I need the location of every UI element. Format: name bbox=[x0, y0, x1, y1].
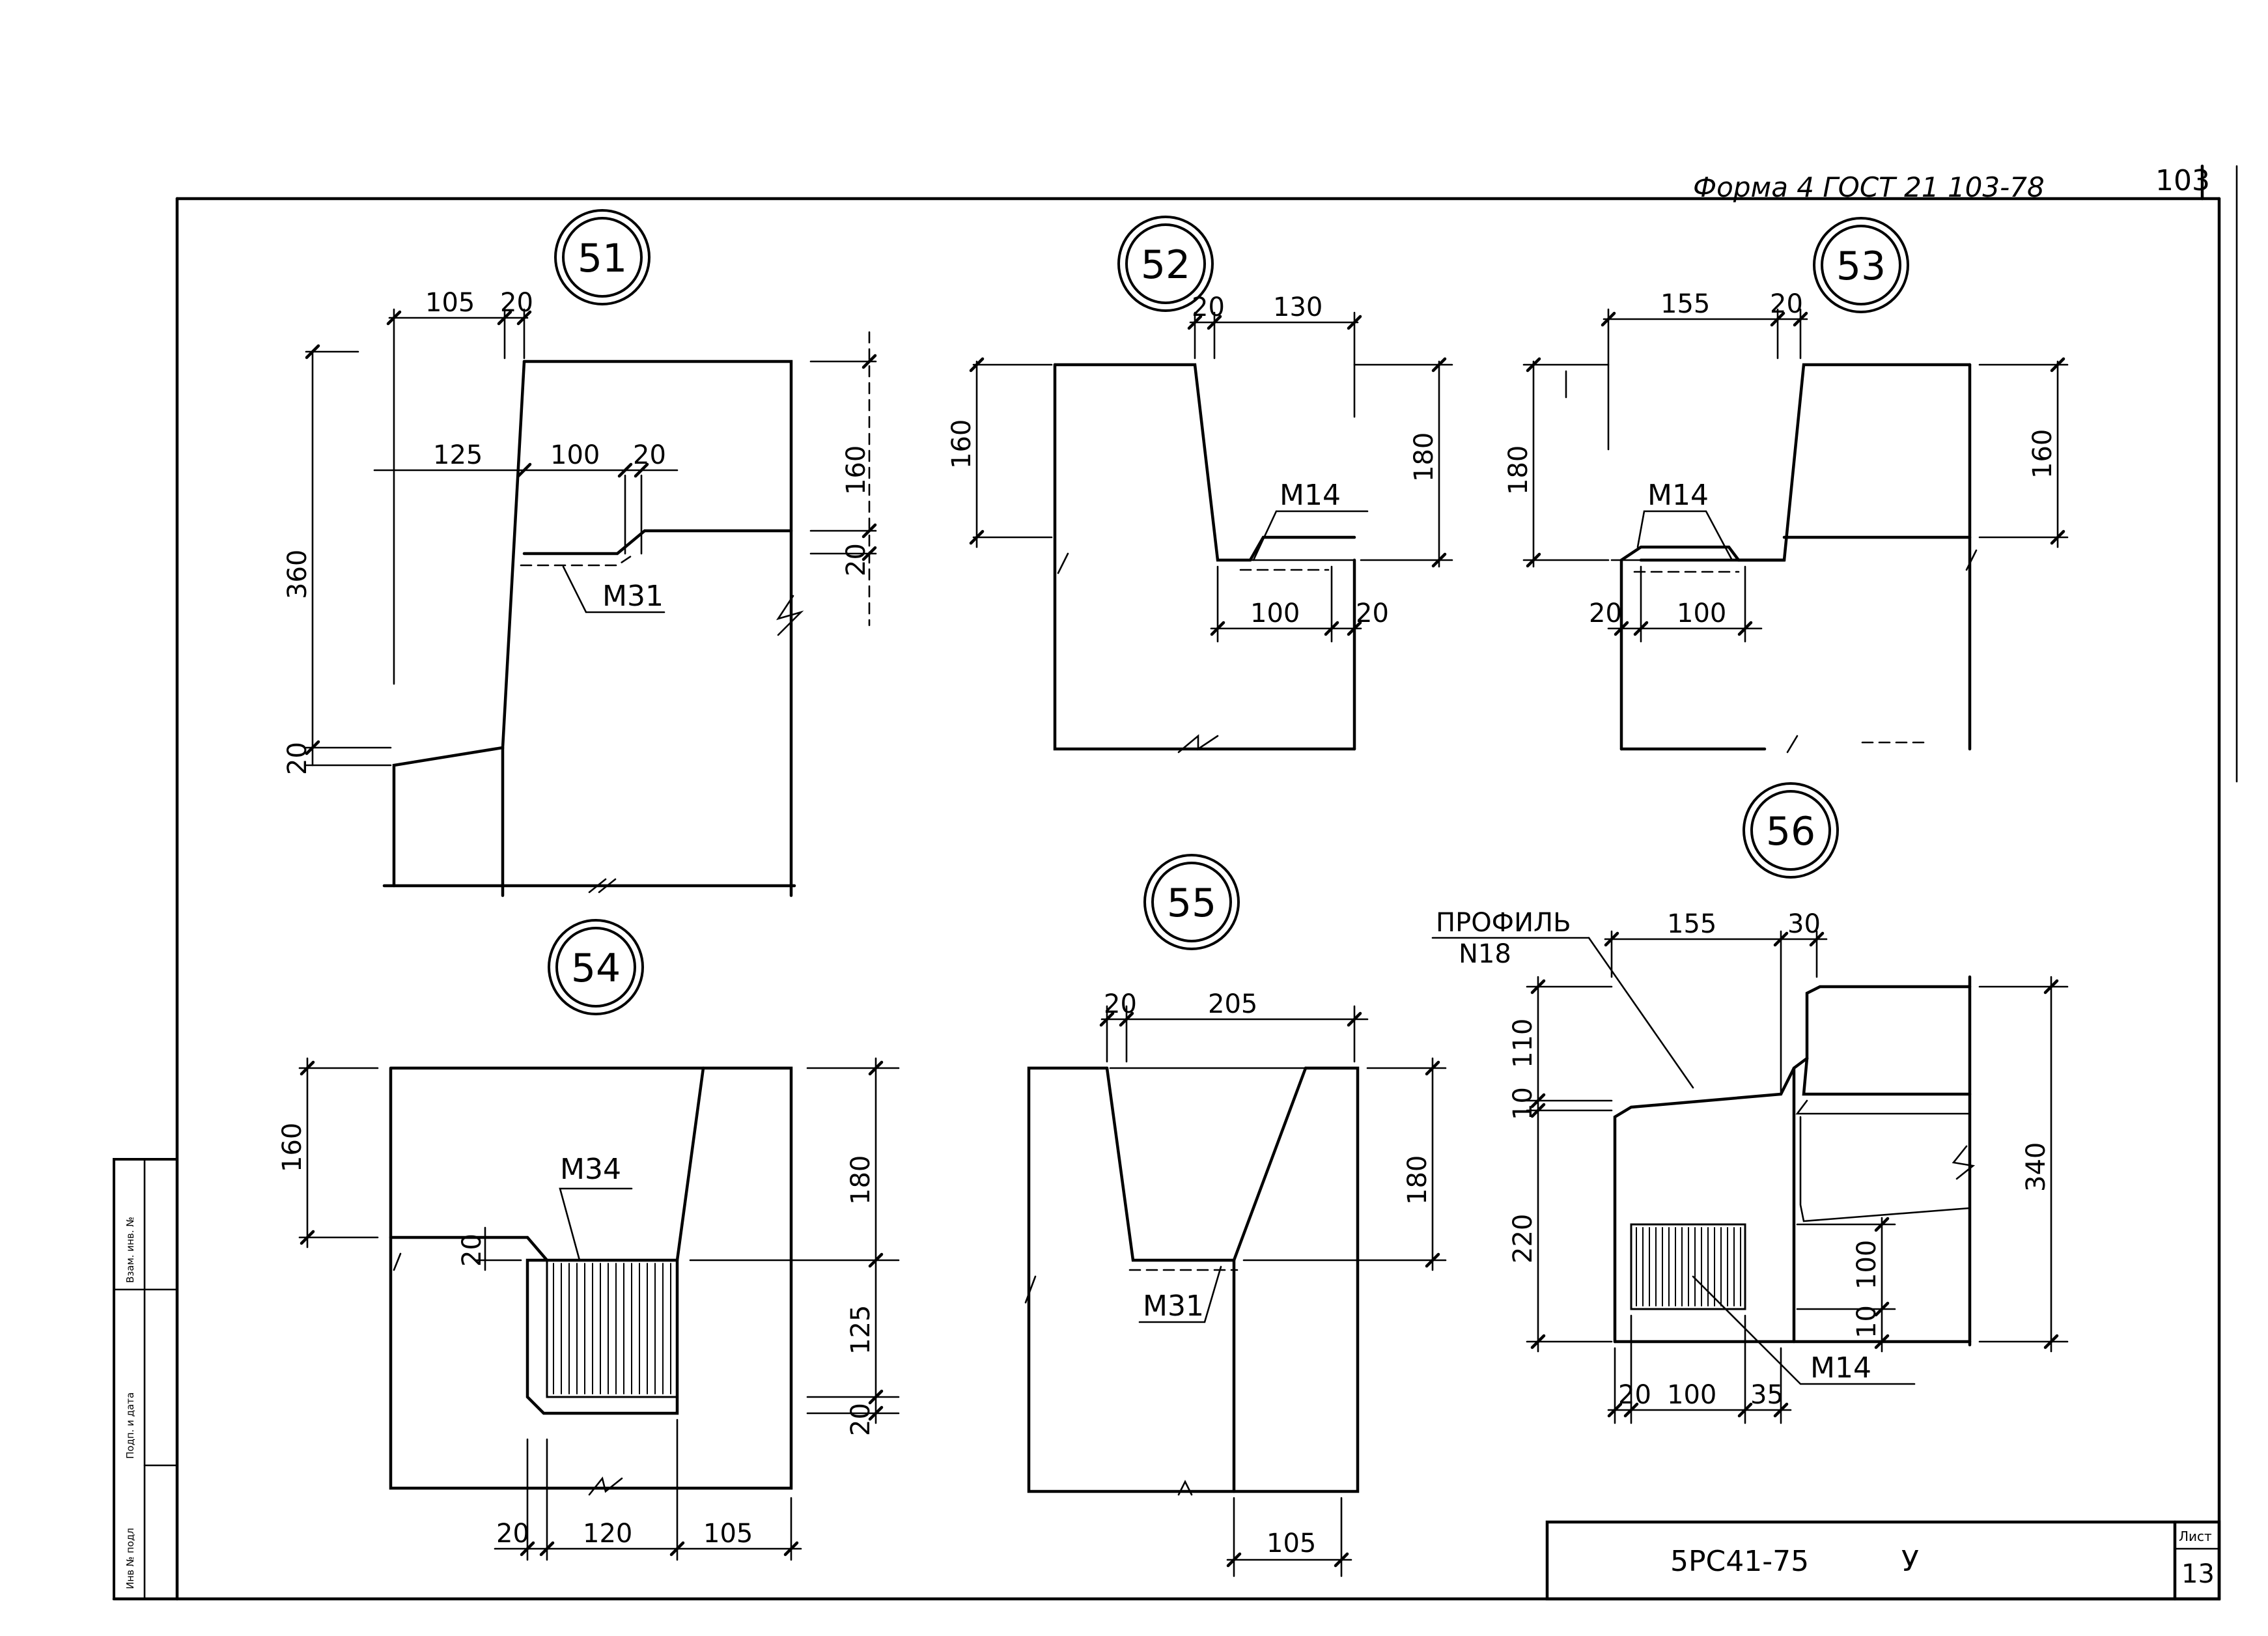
d54-dim-20b: 20 bbox=[846, 1403, 876, 1436]
detail-53: 53 155 20 180 160 20 100 M14 bbox=[1504, 217, 2069, 754]
d51-dim-20c: 20 bbox=[283, 742, 313, 775]
stamp-sign-label: Подп. и дата bbox=[124, 1392, 136, 1459]
d55-mark-m31: M31 bbox=[1143, 1290, 1204, 1323]
d56-dim-220: 220 bbox=[1508, 1214, 1538, 1263]
d54-mark-m34: M34 bbox=[560, 1153, 621, 1186]
d53-dim-20a: 20 bbox=[1770, 289, 1803, 319]
d51-dim-20d: 20 bbox=[841, 543, 871, 576]
detail-55-id: 55 bbox=[1167, 881, 1216, 926]
detail-52-id: 52 bbox=[1141, 242, 1190, 288]
d52-mark-m14: M14 bbox=[1280, 479, 1341, 512]
d56-hatch bbox=[1636, 1227, 1741, 1306]
d54-dim-20c: 20 bbox=[496, 1519, 529, 1549]
detail-51-id: 51 bbox=[578, 236, 627, 281]
detail-51: 51 105 20 125 100 20 360 20 160 20 bbox=[283, 209, 877, 897]
title-block: 5РС41-75 У Лист 13 bbox=[1545, 1520, 2221, 1601]
d56-dim-340: 340 bbox=[2021, 1142, 2051, 1192]
d54-dim-180: 180 bbox=[846, 1155, 876, 1205]
d55-dim-205: 205 bbox=[1208, 989, 1257, 1019]
d52-dim-130: 130 bbox=[1273, 292, 1323, 322]
detail-54: 54 160 20 180 125 20 bbox=[277, 919, 900, 1561]
d52-dim-20b: 20 bbox=[1356, 599, 1389, 628]
d56-dim-110: 110 bbox=[1508, 1019, 1538, 1068]
d54-dim-160: 160 bbox=[277, 1123, 307, 1172]
d53-dim-180: 180 bbox=[1504, 445, 1533, 495]
d51-dim-125: 125 bbox=[433, 440, 483, 470]
d54-hatch bbox=[553, 1263, 671, 1394]
d53-dim-155: 155 bbox=[1660, 289, 1710, 319]
d55-dim-180: 180 bbox=[1403, 1155, 1433, 1205]
d53-dim-20b: 20 bbox=[1589, 599, 1622, 628]
d55-dim-105: 105 bbox=[1267, 1529, 1316, 1558]
d56-dim-100a: 100 bbox=[1852, 1240, 1882, 1290]
d56-mark-profile: ПРОФИЛЬ bbox=[1436, 908, 1571, 938]
d56-dim-30: 30 bbox=[1787, 909, 1821, 939]
d51-dim-20a: 20 bbox=[500, 288, 533, 318]
d52-dim-180: 180 bbox=[1409, 432, 1439, 482]
d56-dim-10a: 10 bbox=[1508, 1087, 1538, 1120]
d52-dim-160: 160 bbox=[947, 419, 977, 469]
stamp-inv-label: Инв № подл bbox=[124, 1528, 136, 1589]
detail-56: 56 155 30 110 10 bbox=[1431, 782, 2069, 1424]
d56-dim-100b: 100 bbox=[1667, 1380, 1716, 1410]
d56-dim-20: 20 bbox=[1618, 1380, 1651, 1410]
d54-dim-20a: 20 bbox=[457, 1234, 487, 1267]
d56-mark-n18: N18 bbox=[1459, 939, 1511, 969]
d56-dim-155: 155 bbox=[1667, 909, 1716, 939]
sheet-number: 13 bbox=[2181, 1559, 2215, 1589]
d51-dim-160: 160 bbox=[841, 445, 871, 495]
d54-dim-105: 105 bbox=[703, 1519, 753, 1549]
d52-dim-20: 20 bbox=[1192, 292, 1225, 322]
detail-54-id: 54 bbox=[571, 946, 621, 991]
stamp-repl-label: Взам. инв. № bbox=[124, 1217, 136, 1283]
d56-dim-10b: 10 bbox=[1852, 1305, 1882, 1338]
d51-dim-100: 100 bbox=[550, 440, 600, 470]
d56-mark-m14: M14 bbox=[1810, 1351, 1871, 1385]
d54-dim-125: 125 bbox=[846, 1305, 876, 1355]
d54-dim-120: 120 bbox=[583, 1519, 632, 1549]
d51-dim-105: 105 bbox=[425, 288, 475, 318]
d52-dim-100: 100 bbox=[1250, 599, 1300, 628]
d51-dim-20b: 20 bbox=[633, 440, 666, 470]
side-stamp: Инв № подл Подп. и дата Взам. инв. № bbox=[113, 1158, 178, 1600]
d53-mark-m14: M14 bbox=[1647, 479, 1709, 512]
d55-dim-20: 20 bbox=[1104, 989, 1137, 1019]
document-code: 5РС41-75 bbox=[1670, 1545, 1809, 1578]
detail-53-id: 53 bbox=[1836, 244, 1886, 289]
document-suffix: У bbox=[1901, 1545, 1919, 1578]
detail-55: 55 20 205 180 105 M31 bbox=[1024, 854, 1447, 1577]
d56-dim-35: 35 bbox=[1750, 1380, 1784, 1410]
sheet-label: Лист bbox=[2179, 1529, 2212, 1544]
detail-52: 52 160 20 130 180 100 20 M14 bbox=[947, 216, 1453, 754]
d51-mark-m31: M31 bbox=[602, 580, 664, 613]
d53-dim-100: 100 bbox=[1677, 599, 1726, 628]
d53-dim-160: 160 bbox=[2028, 429, 2058, 479]
d51-dim-360: 360 bbox=[283, 550, 313, 599]
detail-56-id: 56 bbox=[1766, 809, 1815, 854]
